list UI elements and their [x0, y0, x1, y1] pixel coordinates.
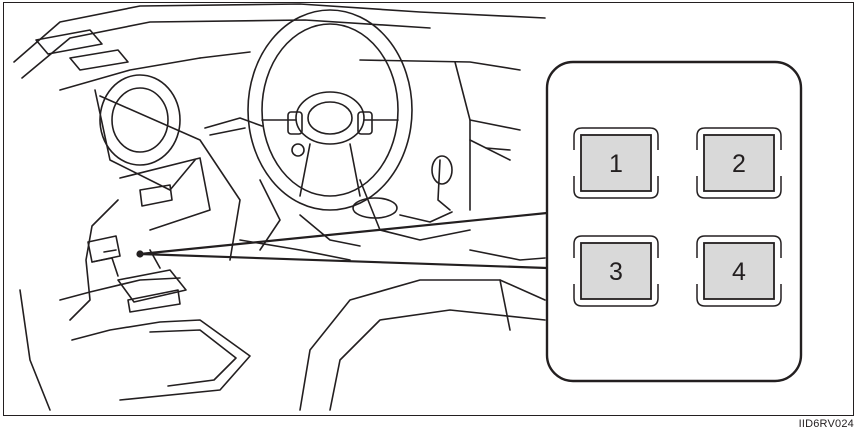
connector-1: 1	[574, 128, 658, 198]
connector-2: 2	[697, 128, 781, 198]
connector-4-label: 4	[732, 258, 746, 286]
steering-wheel	[248, 10, 412, 210]
center-console	[205, 118, 470, 260]
air-vent	[95, 75, 195, 190]
lower-dash-panel	[60, 158, 210, 320]
connector-3: 3	[574, 236, 658, 306]
relay-box-inset	[547, 62, 801, 381]
callout-lines	[138, 213, 548, 268]
connector-2-label: 2	[732, 150, 746, 178]
floor-and-seats	[20, 250, 545, 410]
figure-code: IID6RV024	[799, 418, 854, 430]
connector-3-label: 3	[609, 258, 623, 286]
pedals	[118, 250, 186, 312]
connector-1-label: 1	[609, 150, 623, 178]
connector-4: 4	[697, 236, 781, 306]
